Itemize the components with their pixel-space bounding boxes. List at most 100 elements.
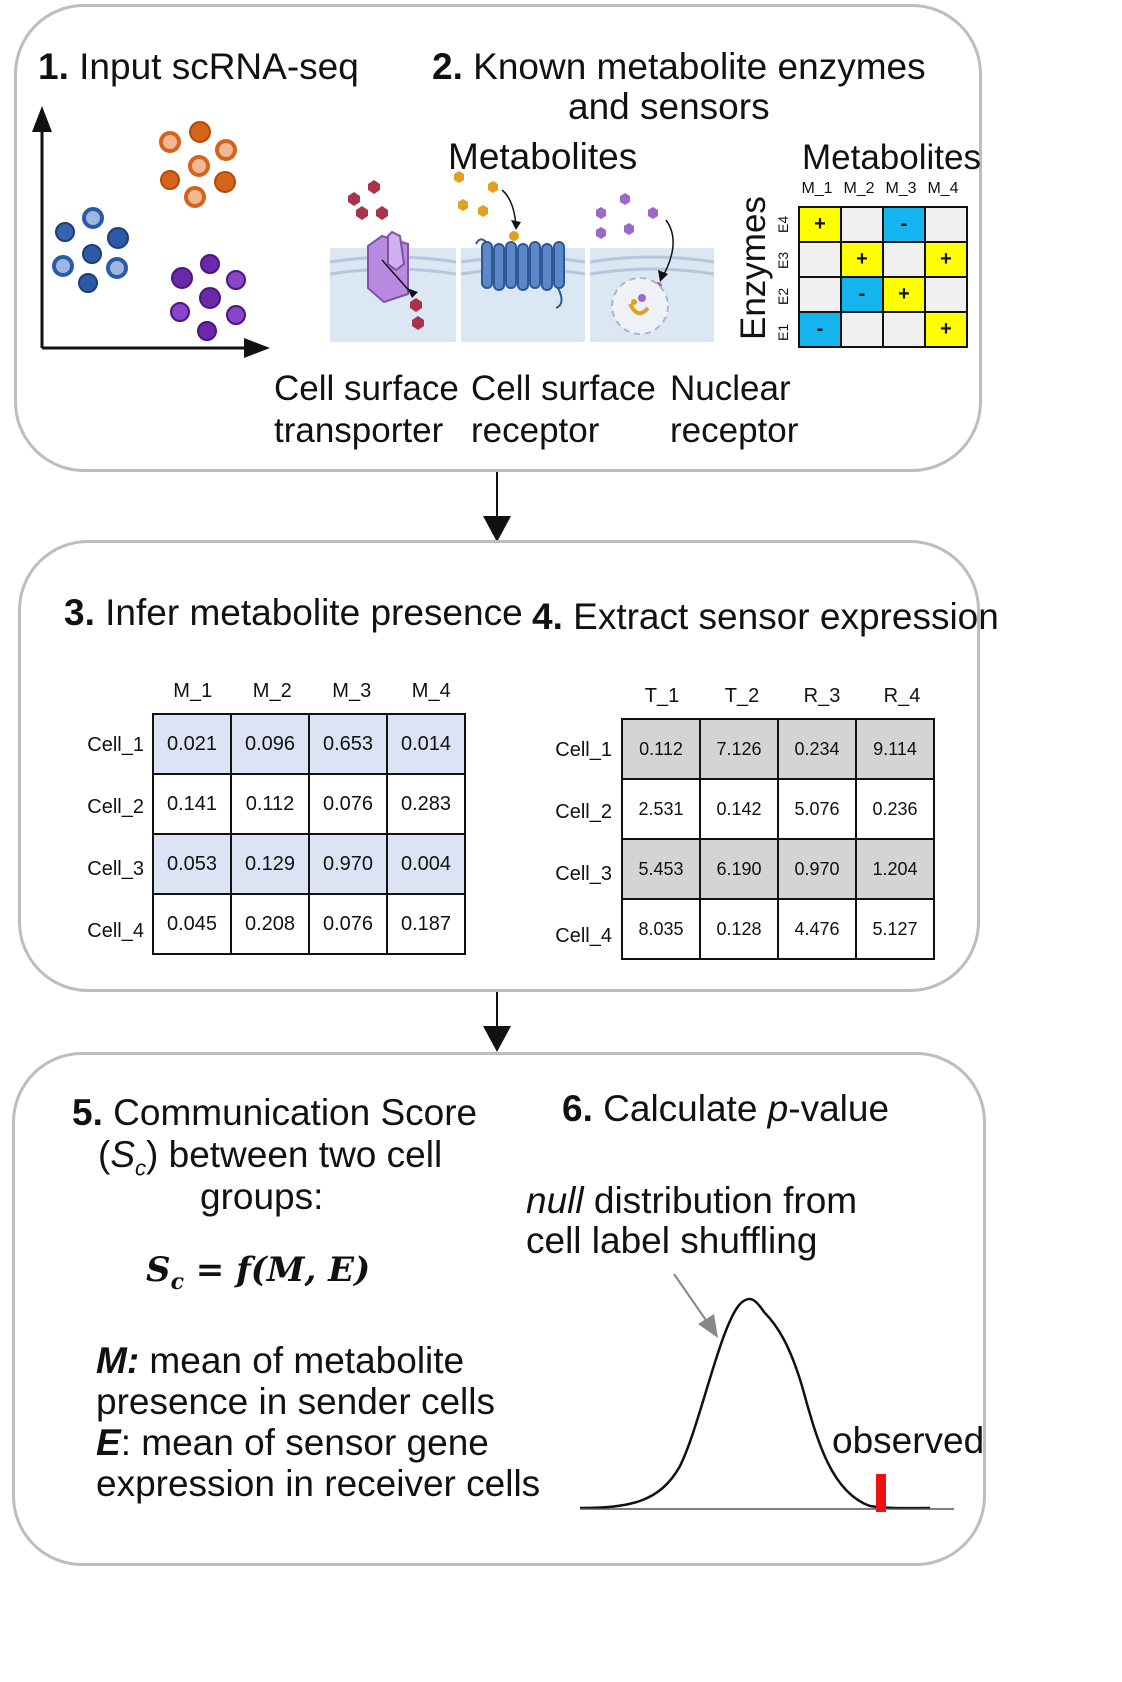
table-cell: 0.141 — [152, 773, 232, 835]
matrix-cell — [798, 241, 842, 278]
matrix-row: -+ — [798, 276, 968, 313]
panel-score — [12, 1052, 986, 1566]
column-header-r-4: R_4 — [883, 685, 921, 707]
observed-label: observed — [832, 1420, 985, 1461]
row-header-cell-2: Cell_2 — [87, 796, 144, 818]
column-header-r-3: R_3 — [803, 685, 841, 707]
transporter-icon — [348, 180, 424, 330]
step2-heading-line1: 2. Known metabolite enzymes — [432, 46, 926, 87]
table-cell: 0.283 — [386, 773, 466, 835]
null-caption-line1: null distribution from — [526, 1180, 858, 1221]
orange-cluster — [159, 121, 237, 208]
matrix-col-m-1: M_1 — [801, 180, 833, 197]
column-header-m-3: M_3 — [332, 680, 372, 702]
table-cell: 0.021 — [152, 713, 232, 775]
null-distribution-plot — [579, 1273, 954, 1512]
row-header-cell-4: Cell_4 — [555, 925, 612, 947]
column-header-t-2: T_2 — [724, 685, 760, 707]
table-cell: 6.190 — [699, 838, 779, 900]
matrix-row-e1: E1 — [775, 323, 791, 341]
table-cell: 5.127 — [855, 898, 935, 960]
table-cell: 8.035 — [621, 898, 701, 960]
table-cell: 0.236 — [855, 778, 935, 840]
flow-arrow-2 — [496, 992, 498, 1028]
row-header-cell-1: Cell_1 — [555, 739, 612, 761]
column-header-m-2: M_2 — [252, 680, 292, 702]
x-axis-arrowhead — [244, 338, 270, 358]
matrix-cell: - — [798, 311, 842, 348]
step6-heading: 6. Calculate p-value — [562, 1088, 890, 1129]
matrix-row: -+ — [798, 311, 968, 348]
matrix-col-m-3: M_3 — [885, 180, 917, 197]
row-header-cell-1: Cell_1 — [87, 734, 144, 756]
step3-heading: 3. Infer metabolite presence — [64, 592, 523, 633]
matrix-cell — [882, 311, 926, 348]
step4-heading: 4. Extract sensor expression — [532, 596, 999, 637]
matrix-row: ++ — [798, 241, 968, 278]
step5-line3: groups: — [200, 1176, 324, 1217]
table-cell: 0.096 — [230, 713, 310, 775]
table-cell: 0.053 — [152, 833, 232, 895]
metabolites-label: Metabolites — [448, 136, 638, 177]
table-cell: 0.187 — [386, 893, 466, 955]
table-cell: 0.076 — [308, 773, 388, 835]
table-cell: 0.142 — [699, 778, 779, 840]
column-header-m-4: M_4 — [411, 680, 451, 702]
blue-cluster — [52, 207, 129, 293]
null-distribution-curve — [579, 1297, 931, 1510]
row-header-cell-3: Cell_3 — [87, 858, 144, 880]
matrix-cell: - — [882, 206, 926, 243]
matrix-cell — [798, 276, 842, 313]
table-cell: 0.004 — [386, 833, 466, 895]
callout-arrowhead — [698, 1314, 718, 1338]
matrix-cell — [924, 206, 968, 243]
row-header-cell-3: Cell_3 — [555, 863, 612, 885]
purple-cluster — [170, 254, 246, 341]
matrix-cell: + — [924, 311, 968, 348]
matrix-cell — [840, 206, 884, 243]
matrix-row-e2: E2 — [775, 287, 791, 305]
matrix-row-e3: E3 — [775, 251, 791, 269]
e-definition: E: mean of sensor gene — [96, 1422, 489, 1463]
flow-arrowhead-2 — [483, 1026, 511, 1052]
table-cell: 7.126 — [699, 718, 779, 780]
table-cell: 0.970 — [777, 838, 857, 900]
table-cell: 9.114 — [855, 718, 935, 780]
table-cell: 0.208 — [230, 893, 310, 955]
observed-marker — [876, 1474, 886, 1512]
flow-arrow-1 — [496, 472, 498, 518]
row-header-cell-4: Cell_4 — [87, 920, 144, 942]
m-definition: M: mean of metabolite — [96, 1340, 465, 1381]
e-definition-line2: expression in receiver cells — [96, 1463, 541, 1504]
matrix-cell — [924, 276, 968, 313]
score-formula: Sc = f(M, E) — [146, 1250, 371, 1295]
matrix-cell: + — [882, 276, 926, 313]
flow-arrowhead-1 — [483, 516, 511, 542]
table-cell: 0.234 — [777, 718, 857, 780]
matrix-col-m-4: M_4 — [927, 180, 959, 197]
table-cell: 5.076 — [777, 778, 857, 840]
scrna-scatter — [32, 106, 270, 358]
table-cell: 0.045 — [152, 893, 232, 955]
matrix-col-m-2: M_2 — [843, 180, 875, 197]
matrix-column-headers: M_1 M_2 M_3 M_4 — [796, 180, 966, 202]
step5-line2: (Sc) between two cell — [98, 1134, 443, 1181]
column-header-t-1: T_1 — [644, 685, 680, 707]
matrix-cell: + — [798, 206, 842, 243]
table-cell: 2.531 — [621, 778, 701, 840]
matrix-row-axis: Enzymes — [734, 196, 773, 340]
